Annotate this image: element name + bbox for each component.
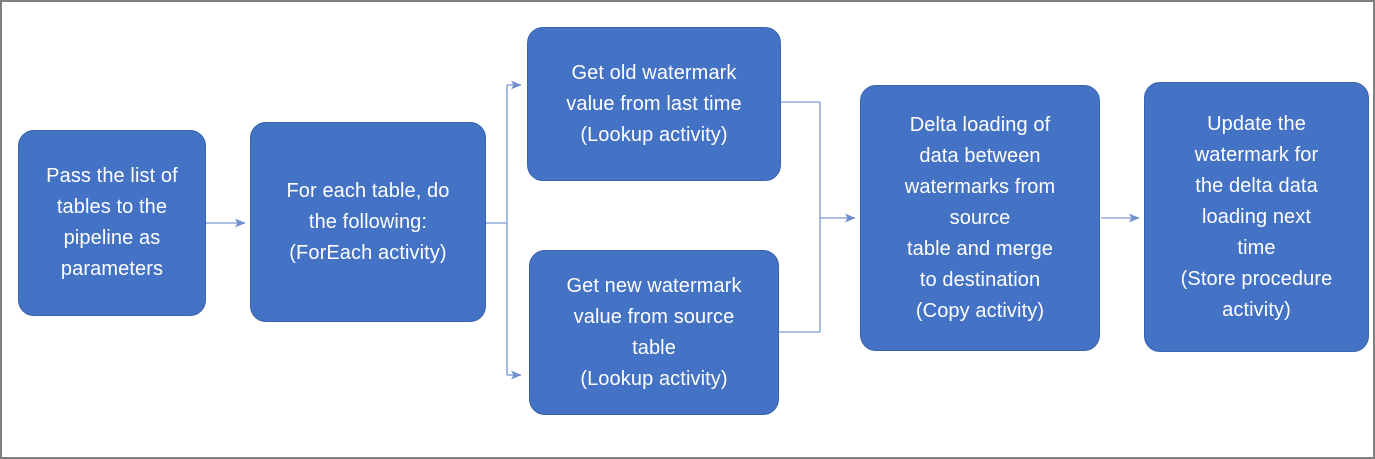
node-foreach-label: For each table, do the following: (ForEa… (286, 179, 450, 264)
node-delta-loading-copy-label: Delta loading of data between watermarks… (904, 113, 1056, 322)
node-pass-tables[interactable]: Pass the list of tables to the pipeline … (18, 130, 206, 316)
node-get-new-watermark[interactable]: Get new watermark value from source tabl… (529, 250, 779, 415)
node-delta-loading-copy[interactable]: Delta loading of data between watermarks… (860, 85, 1100, 351)
node-get-new-watermark-label: Get new watermark value from source tabl… (566, 274, 742, 390)
connector-merge-to-delta-copy (779, 101, 856, 333)
node-update-watermark-label: Update the watermark for the delta data … (1180, 112, 1333, 321)
connector-foreach-branch (486, 80, 522, 380)
node-get-old-watermark-label: Get old watermark value from last time (… (566, 61, 742, 146)
node-get-old-watermark[interactable]: Get old watermark value from last time (… (527, 27, 781, 181)
node-update-watermark[interactable]: Update the watermark for the delta data … (1144, 82, 1369, 352)
node-foreach[interactable]: For each table, do the following: (ForEa… (250, 122, 486, 322)
node-pass-tables-label: Pass the list of tables to the pipeline … (46, 165, 178, 280)
